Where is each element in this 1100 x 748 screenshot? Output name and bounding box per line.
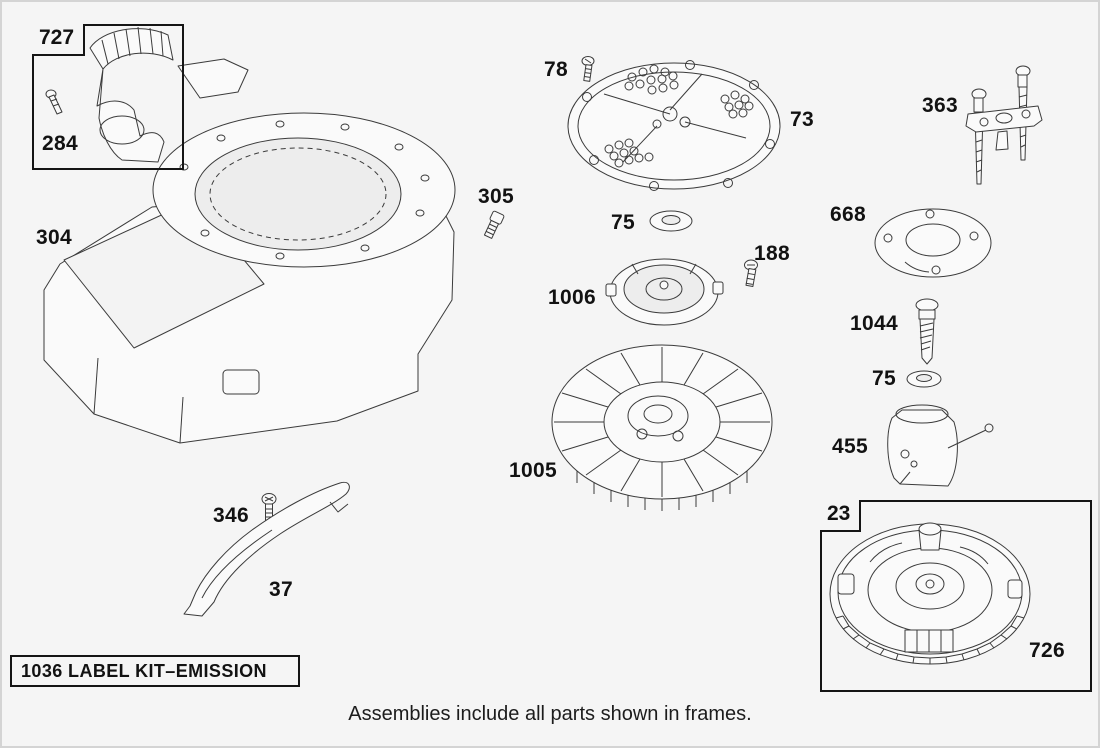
shroud-727-drawing bbox=[89, 26, 249, 163]
frame-23-number: 23 bbox=[820, 500, 862, 532]
rotating-screen-73-drawing bbox=[567, 60, 781, 191]
frame-727: 727 bbox=[32, 24, 184, 170]
screw-1044-drawing bbox=[915, 298, 939, 365]
part-label-455: 455 bbox=[832, 435, 868, 458]
part-label-284: 284 bbox=[42, 132, 78, 155]
part-label-726: 726 bbox=[1029, 639, 1065, 662]
screw-305-drawing bbox=[483, 210, 505, 239]
part-label-668: 668 bbox=[830, 203, 866, 226]
frame-727-number: 727 bbox=[32, 24, 86, 56]
washer-75-lower-drawing bbox=[906, 370, 942, 388]
part-label-78: 78 bbox=[544, 58, 568, 81]
washer-75-upper-drawing bbox=[649, 210, 693, 232]
part-label-304: 304 bbox=[36, 226, 72, 249]
fan-1005-drawing bbox=[551, 344, 773, 511]
plate-668-drawing bbox=[874, 208, 992, 278]
frame-23: 23 bbox=[820, 500, 1092, 692]
label-kit-text: 1036 LABEL KIT–EMISSION bbox=[21, 660, 267, 681]
guard-363-drawing bbox=[965, 65, 1043, 185]
screw-78-drawing bbox=[581, 56, 595, 82]
part-label-1006: 1006 bbox=[548, 286, 596, 309]
part-label-1005: 1005 bbox=[509, 459, 557, 482]
cup-1006-drawing bbox=[605, 258, 724, 326]
part-label-1044: 1044 bbox=[850, 312, 898, 335]
baffle-37-drawing bbox=[183, 481, 350, 617]
bracket-455-drawing bbox=[887, 404, 994, 487]
part-label-73: 73 bbox=[790, 108, 814, 131]
screw-346-drawing bbox=[261, 493, 277, 521]
part-label-37: 37 bbox=[269, 578, 293, 601]
screw-188-drawing bbox=[744, 259, 758, 287]
blower-housing-304-drawing bbox=[43, 112, 456, 444]
part-label-75-lower: 75 bbox=[872, 367, 896, 390]
part-label-75-upper: 75 bbox=[611, 211, 635, 234]
flywheel-726-drawing bbox=[829, 522, 1031, 665]
part-label-346: 346 bbox=[213, 504, 249, 527]
part-label-363: 363 bbox=[922, 94, 958, 117]
part-label-305: 305 bbox=[478, 185, 514, 208]
footer-caption: Assemblies include all parts shown in fr… bbox=[348, 703, 752, 725]
label-kit-box: 1036 LABEL KIT–EMISSION bbox=[10, 655, 300, 687]
screw-284-drawing bbox=[45, 89, 63, 115]
part-label-188: 188 bbox=[754, 242, 790, 265]
